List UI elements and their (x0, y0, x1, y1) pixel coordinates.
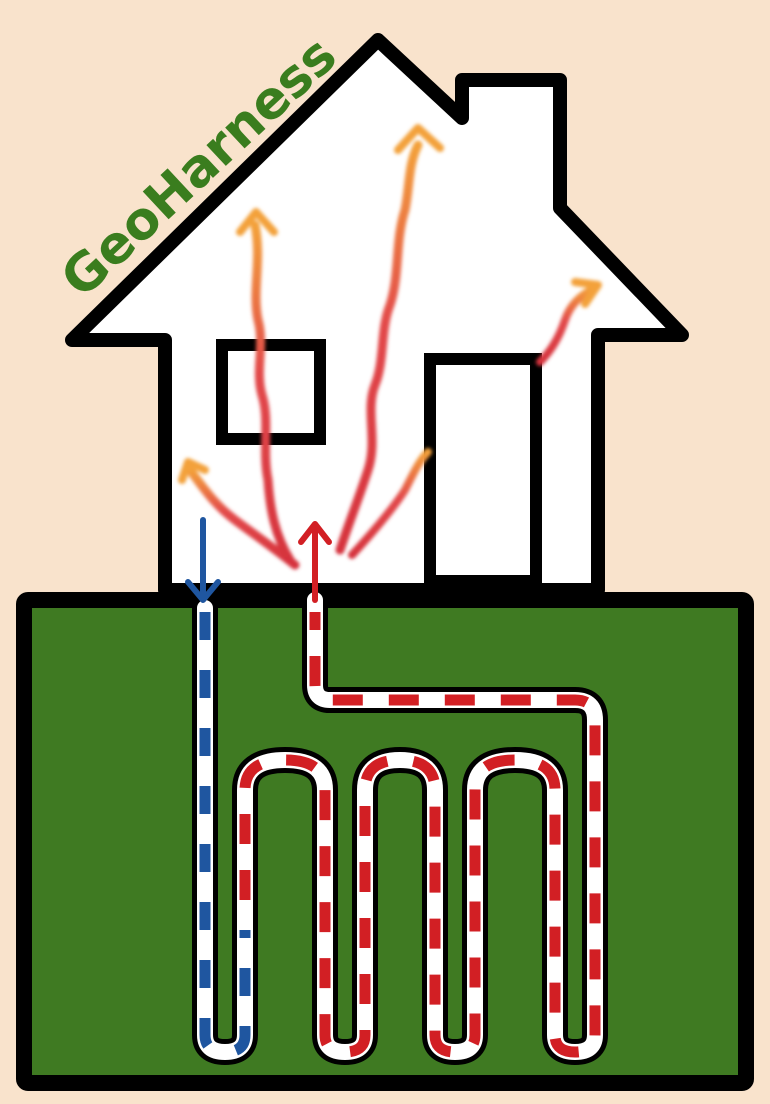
heat-wave-icon (185, 465, 300, 570)
heat-wave-icon (335, 140, 423, 555)
cold-flow-dashes (199, 612, 251, 1058)
heat-wave-icon (571, 278, 602, 308)
ground (16, 592, 754, 1091)
heat-wave-icon (348, 448, 432, 559)
heat-wave-icon (236, 208, 278, 236)
house-outline (65, 33, 689, 597)
heat-wave-icon (394, 124, 444, 154)
heat-waves (178, 124, 602, 570)
ground-loop (192, 587, 608, 1065)
house-window (216, 339, 326, 445)
down-arrow-icon (185, 517, 221, 603)
heat-wave-icon (178, 458, 209, 484)
house-door (424, 353, 542, 587)
up-arrow-icon (298, 521, 332, 603)
heat-wave-icon (250, 220, 295, 565)
hot-flow-dashes (239, 612, 601, 1058)
heat-wave-icon (536, 284, 599, 366)
